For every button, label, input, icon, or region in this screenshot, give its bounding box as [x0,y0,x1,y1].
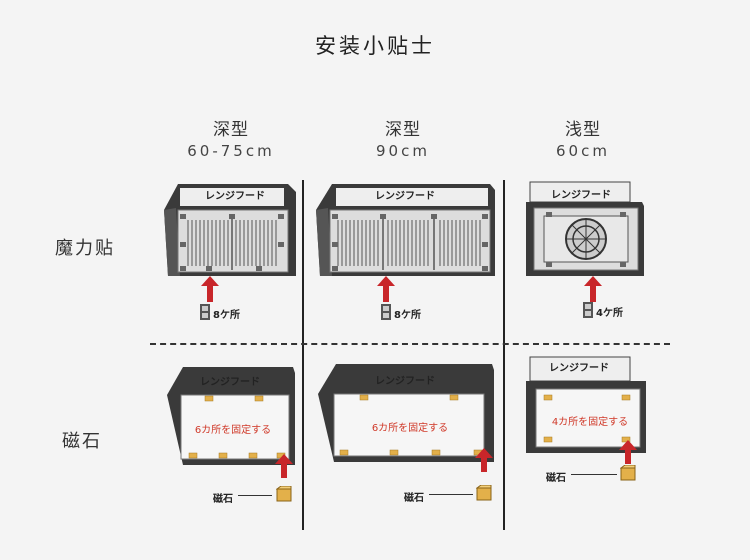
magnet-block-icon [476,485,492,501]
magnet-text-c1: 6カ所を固定する [194,425,272,436]
hood-label: レンジフード [549,363,609,374]
magic-count-c1: 8ケ所 [213,310,240,321]
magic-count-c2: 8ケ所 [394,310,421,321]
col1-size: 60-75cm [187,142,275,160]
magnet-hood-60-75 [167,367,295,465]
magnet-block-icon [276,486,292,502]
hood-label: レンジフード [551,190,611,201]
magnet-text-c3: 4カ所を固定する [551,417,629,428]
magic-hood-60-75 [164,184,296,276]
velcro-icon [583,302,593,318]
col3-size: 60cm [556,142,610,160]
velcro-icon [381,304,391,320]
row-divider [150,343,670,345]
hood-label: レンジフード [205,191,265,202]
magic-count-c3: 4ケ所 [596,308,623,319]
magnet-caption-c1: 磁石 [213,494,233,505]
col2-type: 深型 [385,120,421,140]
hood-label: レンジフード [200,377,260,388]
magic-hood-90 [316,184,495,276]
col3-type: 浅型 [565,120,601,140]
column-divider-1 [302,180,304,530]
magnet-caption-c3: 磁石 [546,473,566,484]
col2-size: 90cm [376,142,430,160]
velcro-icon [200,304,210,320]
col1-type: 深型 [213,120,249,140]
arrow-up-icon [275,454,293,478]
hood-label: レンジフード [375,376,435,387]
magnet-text-c2: 6カ所を固定する [371,423,449,434]
arrow-up-icon [584,276,602,302]
arrow-up-icon [377,276,395,302]
magnet-hood-shallow [526,356,646,453]
magnet-block-icon [620,465,636,481]
arrow-up-icon [475,448,493,472]
magnet-caption-c2: 磁石 [404,493,424,504]
arrow-up-icon [201,276,219,302]
row-label-magnet: 磁石 [62,431,102,452]
magic-hood-shallow [526,181,644,276]
column-divider-2 [503,180,505,530]
page-title: 安装小贴士 [315,34,435,58]
hood-label: レンジフード [375,191,435,202]
arrow-up-icon [619,440,637,464]
row-label-magic: 魔力贴 [55,238,115,259]
